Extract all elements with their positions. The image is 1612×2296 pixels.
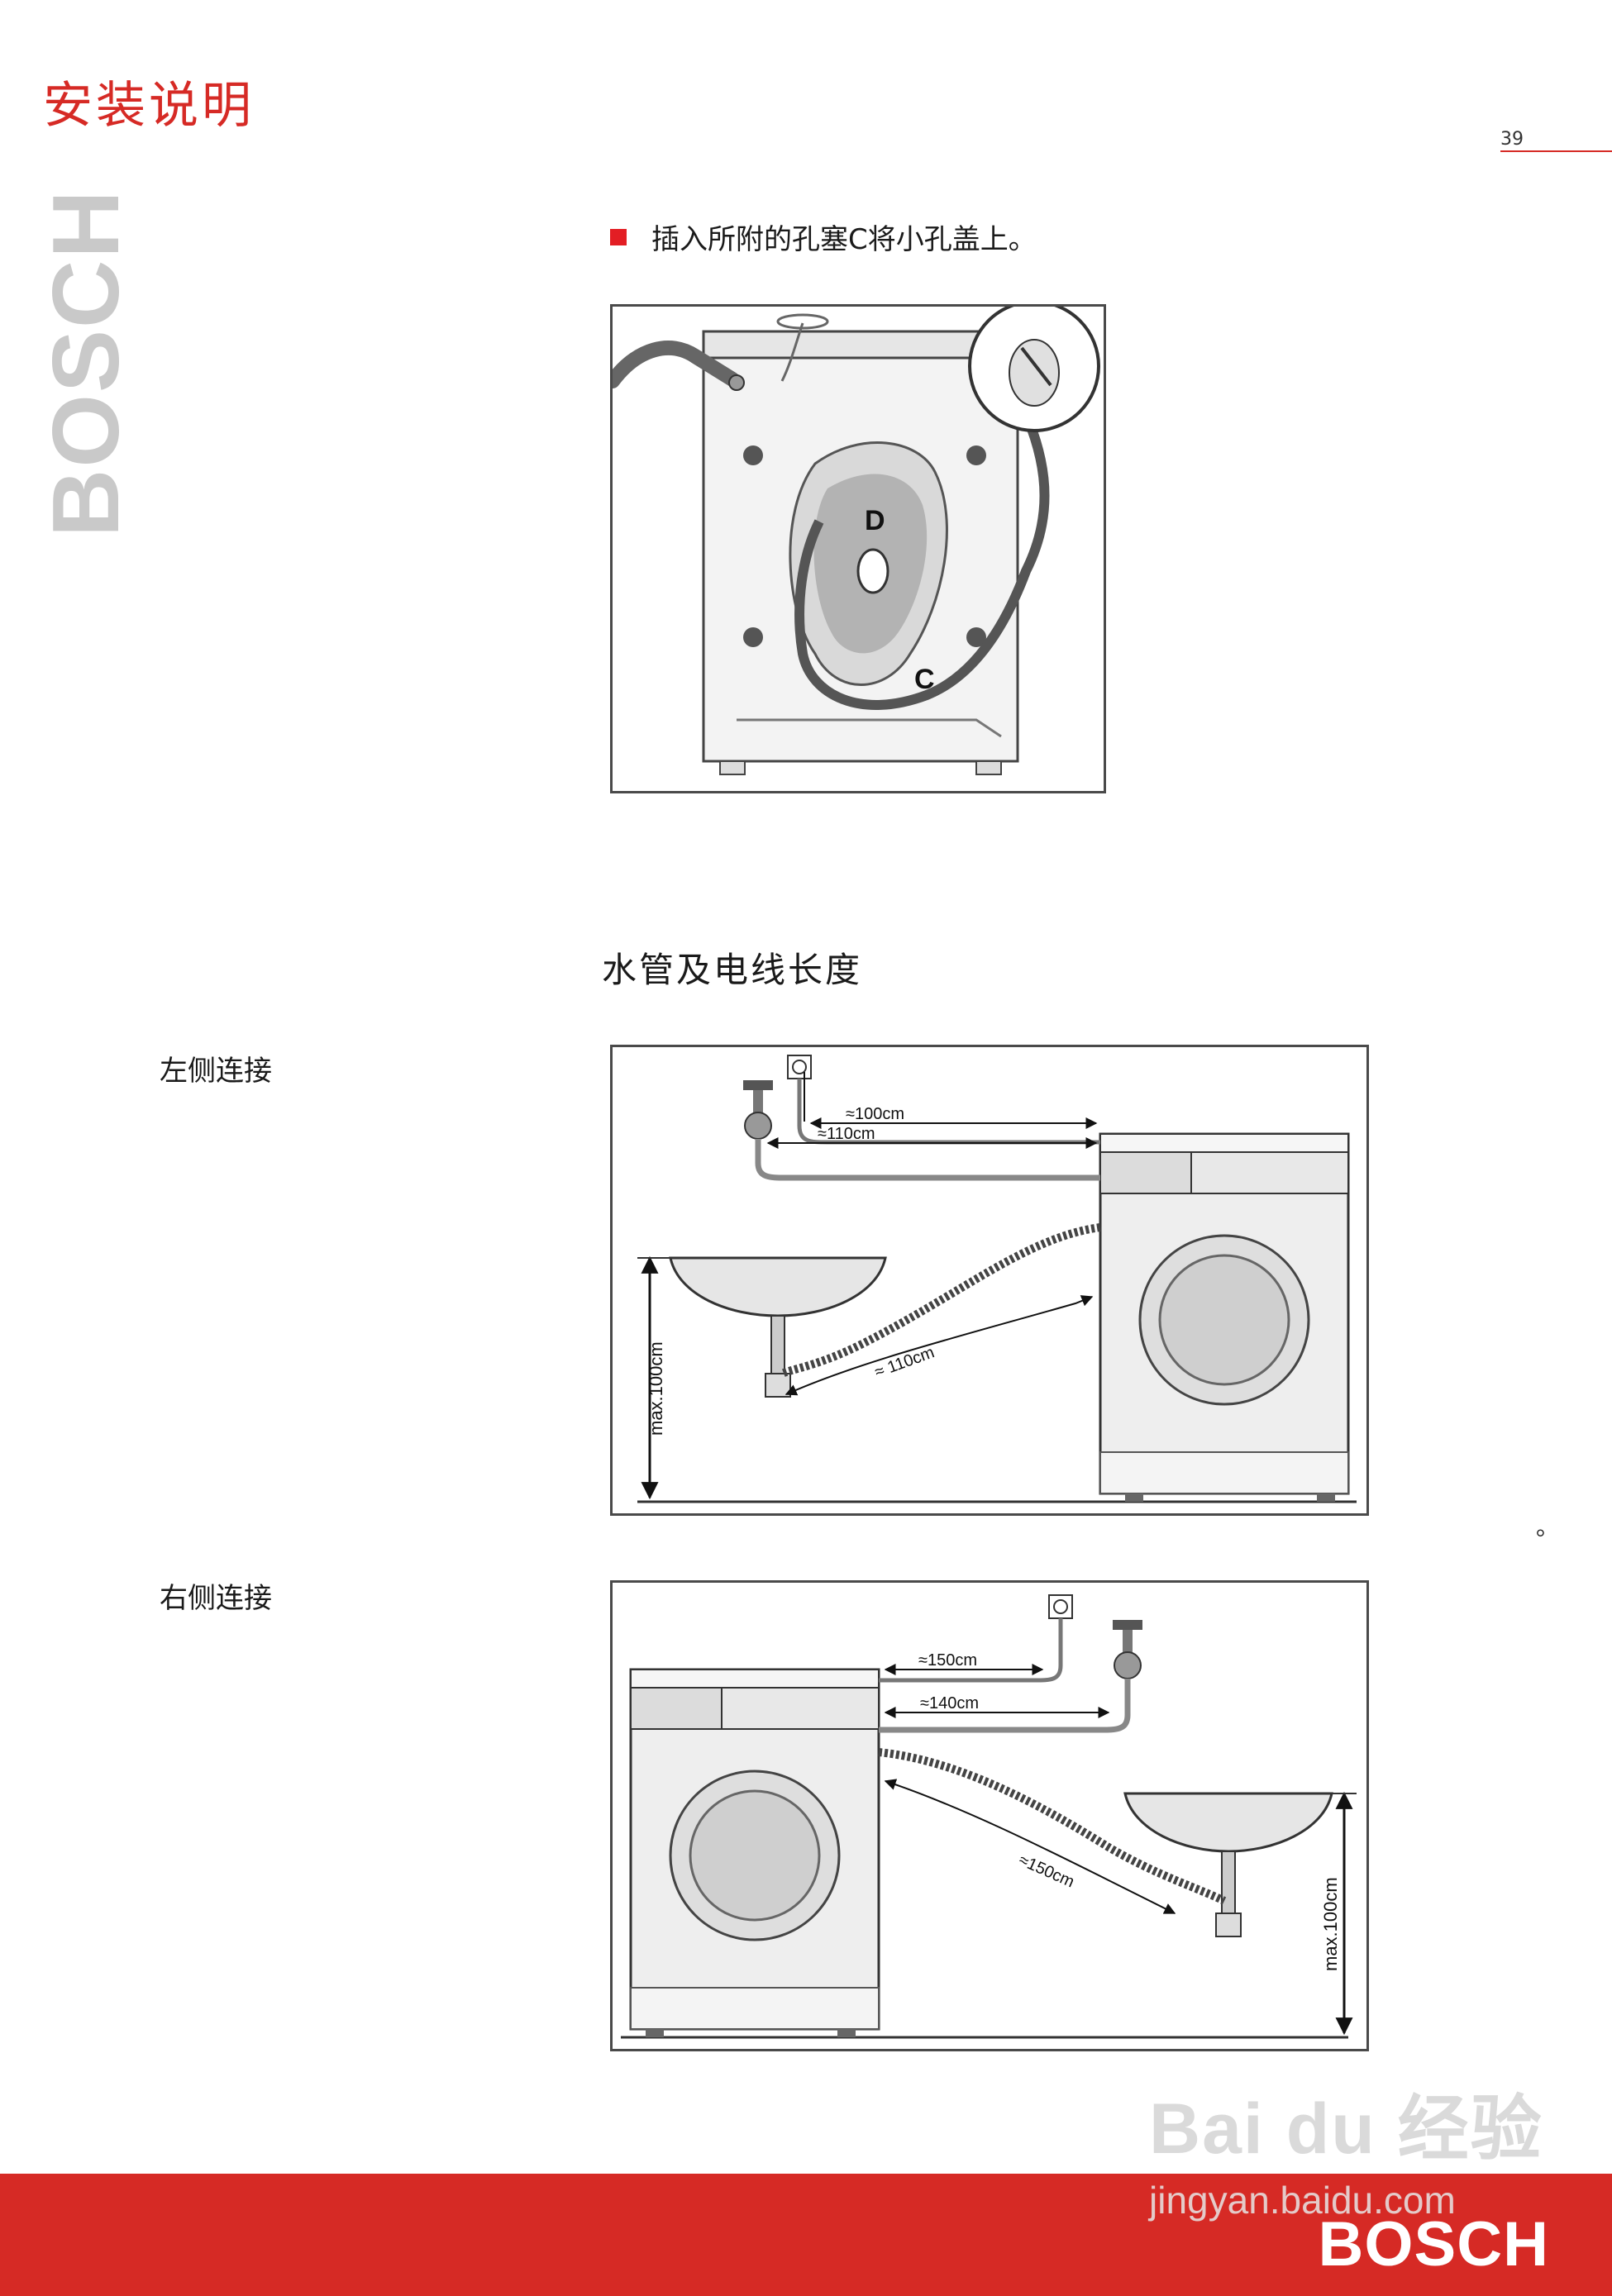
label-d: D [865, 505, 885, 536]
left-max-height-label: max.100cm [646, 1341, 666, 1436]
watermark-url: jingyan.baidu.com [1149, 2179, 1456, 2222]
left-connection-label: 左侧连接 [160, 1055, 272, 1088]
circle-mark: 。 [1536, 1513, 1560, 1541]
instruction-text: 插入所附的孔塞C将小孔盖上。 [651, 223, 1037, 256]
right-max-height-label: max.100cm [1320, 1877, 1341, 1971]
left-inlet-hose-length: ≈110cm [818, 1125, 875, 1143]
page-number: 39 [1500, 129, 1524, 150]
page-title: 安装说明 [43, 77, 255, 135]
side-brand-logo: BOSCH [34, 188, 139, 537]
section-title: 水管及电线长度 [602, 950, 863, 990]
right-inlet-hose-length: ≈140cm [920, 1694, 979, 1712]
figure-rear-panel: D C [605, 300, 1106, 793]
footer-brand-logo: BOSCH [1318, 2209, 1549, 2279]
watermark-logo: Bai du 经验 [1149, 2089, 1543, 2169]
figure-right-connection: max.100cm ≈150cm ≈140cm ≈150cm [610, 1580, 1369, 2051]
right-connection-illustration: max.100cm ≈150cm ≈140cm ≈150cm [621, 1594, 1357, 2039]
rear-panel-illustration: D C [605, 300, 1100, 775]
instruction-item: 插入所附的孔塞C将小孔盖上。 [610, 217, 1037, 257]
bullet-square-icon [610, 228, 627, 245]
left-connection-illustration: max.100cm ≈100cm ≈110cm ≈ 110cm [637, 1055, 1357, 1503]
figure-left-connection: max.100cm ≈100cm ≈110cm ≈ 110cm [610, 1045, 1369, 1516]
right-power-cable-length: ≈150cm [918, 1651, 977, 1670]
right-drain-hose-length: ≈150cm [1016, 1851, 1077, 1891]
left-drain-hose-length: ≈ 110cm [872, 1343, 937, 1381]
left-power-cable-length: ≈100cm [846, 1105, 904, 1123]
right-connection-label: 右侧连接 [160, 1582, 272, 1615]
footer-bar: BOSCH [0, 2174, 1612, 2296]
page-number-rule [1500, 150, 1612, 152]
